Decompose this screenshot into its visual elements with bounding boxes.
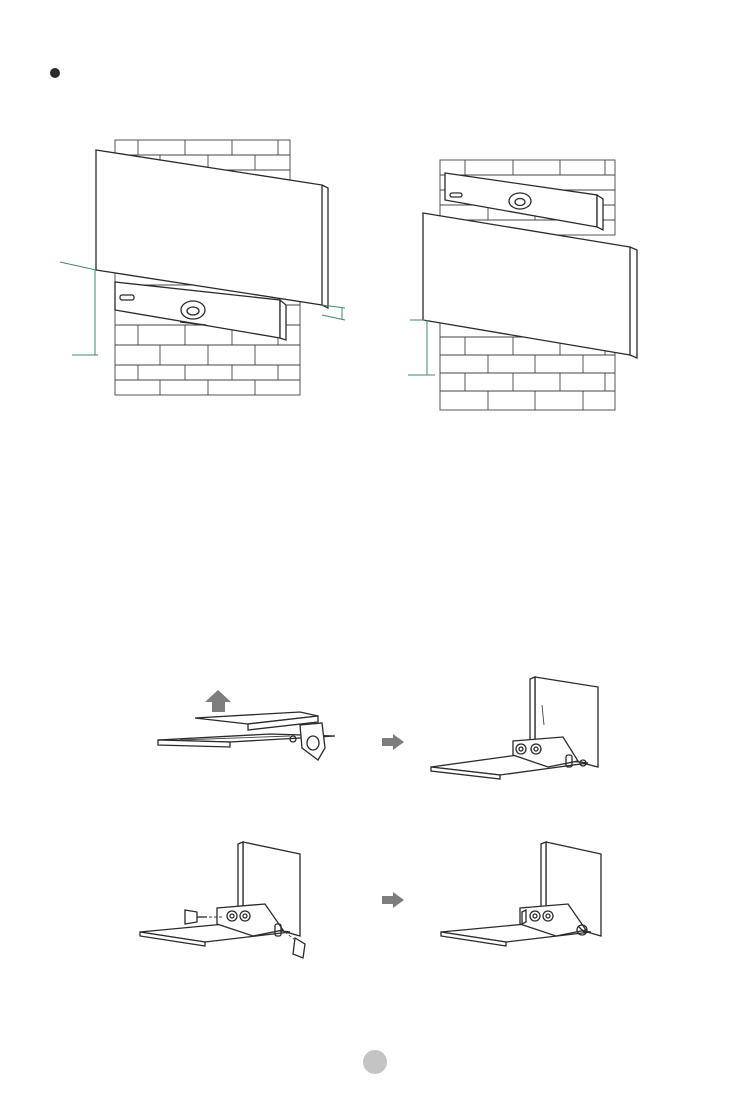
arrow-right-icon [382, 892, 404, 908]
illustration-bracket-step-4 [436, 840, 616, 955]
illustration-mount-below-tv [60, 130, 360, 410]
illustration-bracket-step-3 [135, 840, 315, 960]
arrow-up-icon [205, 690, 231, 712]
illustration-bracket-step-2 [428, 675, 608, 780]
illustration-bracket-step-1 [150, 690, 350, 770]
arrow-right-icon [382, 734, 404, 750]
bullet-icon [50, 68, 60, 78]
illustration-mount-above-tv [405, 155, 645, 415]
page-number-badge [363, 1050, 387, 1074]
